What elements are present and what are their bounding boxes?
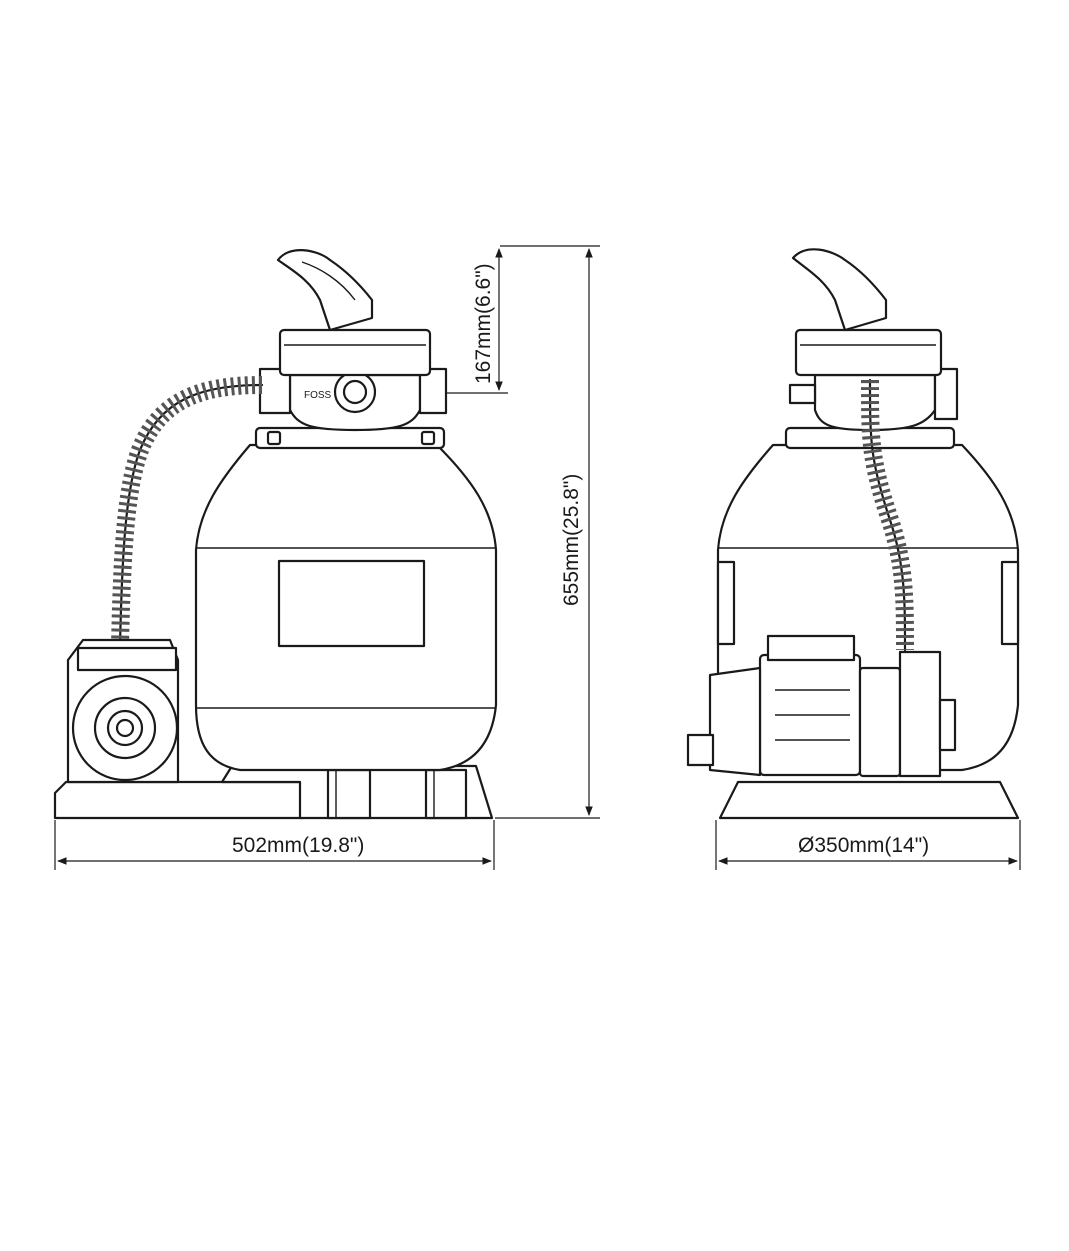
side-pump (686, 634, 957, 778)
valve-badge: FOSS (304, 390, 332, 401)
front-pump (66, 638, 180, 784)
label-panel (277, 559, 426, 648)
side-valve-handle (791, 248, 888, 332)
width-dimension: 502mm(19.8") (54, 820, 495, 870)
height-label: 655mm(25.8") (560, 474, 583, 606)
valve-height-dimension: 167mm(6.6") (445, 248, 508, 394)
height-dimension: 655mm(25.8") (495, 245, 600, 819)
diameter-dimension: Ø350mm(14") (715, 820, 1021, 870)
tank-legs (220, 764, 494, 820)
side-view (686, 248, 1020, 820)
valve-height-label: 167mm(6.6") (472, 263, 495, 384)
valve-cap (278, 328, 432, 377)
side-base (718, 780, 1020, 820)
front-view: FOSS (53, 249, 498, 820)
width-label: 502mm(19.8") (232, 834, 364, 857)
diameter-label: Ø350mm(14") (798, 834, 929, 857)
side-valve-cap (794, 328, 943, 377)
base-plate (53, 780, 305, 820)
valve-handle (276, 249, 374, 332)
